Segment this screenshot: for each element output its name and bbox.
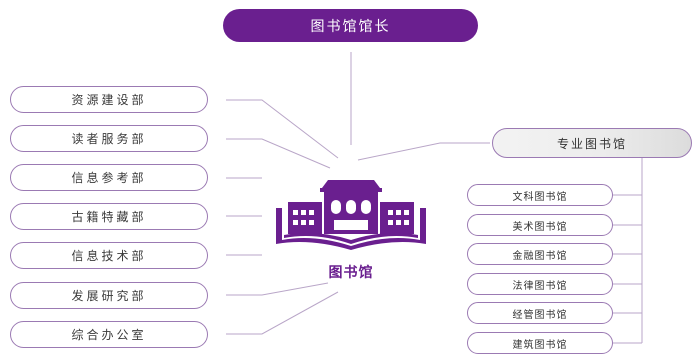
lib-node-architecture: 建筑图书馆 xyxy=(467,332,613,354)
dept-node-resources: 资源建设部 xyxy=(10,86,208,113)
dept-node-reader-services: 读者服务部 xyxy=(10,125,208,152)
lib-node-economics-management: 经管图书馆 xyxy=(467,302,613,324)
dept-node-reference: 信息参考部 xyxy=(10,164,208,191)
dept-connector-1 xyxy=(226,99,339,159)
specialized-libraries-node: 专业图书馆 xyxy=(492,128,692,158)
lib-node-law: 法律图书馆 xyxy=(467,273,613,295)
dept-connector-2 xyxy=(226,138,331,169)
dept-node-office: 综合办公室 xyxy=(10,321,208,348)
library-building-icon xyxy=(276,180,426,250)
dept-node-research: 发展研究部 xyxy=(10,282,208,309)
dept-connector-7 xyxy=(226,291,339,335)
dept-connector-6 xyxy=(226,282,329,296)
lib-node-liberal-arts: 文科图书馆 xyxy=(467,184,613,206)
lib-node-finance: 金融图书馆 xyxy=(467,243,613,265)
lib-node-fine-arts: 美术图书馆 xyxy=(467,214,613,236)
dept-node-it: 信息技术部 xyxy=(10,242,208,269)
spec-connector xyxy=(357,142,490,161)
director-node: 图书馆馆长 xyxy=(223,9,478,42)
dept-node-special-collections: 古籍特藏部 xyxy=(10,203,208,230)
center-library-label: 图书馆 xyxy=(328,265,374,281)
